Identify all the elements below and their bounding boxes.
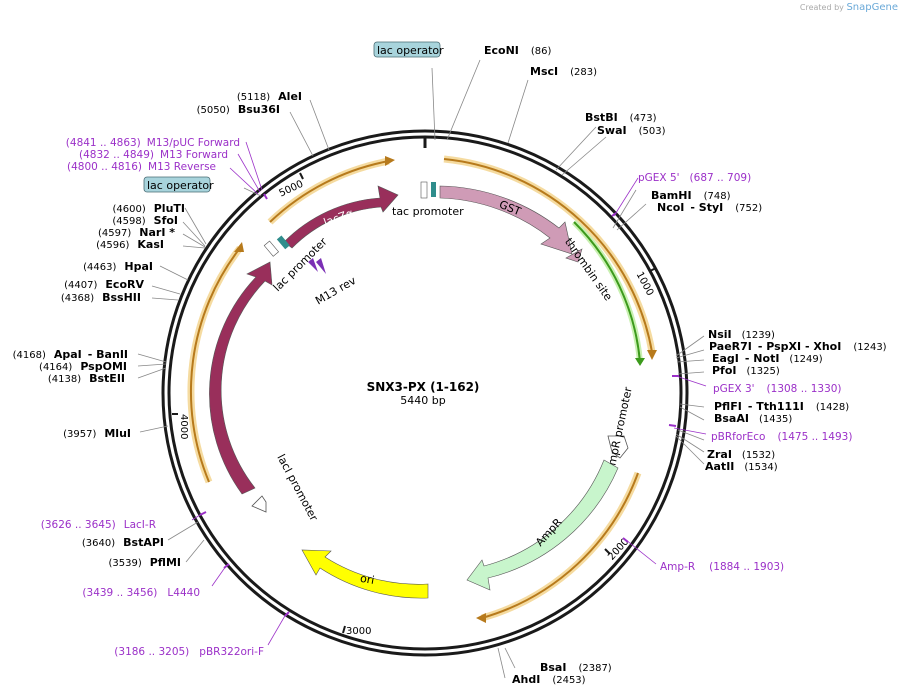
orf-arcs — [187, 155, 657, 623]
primer-pgex3[interactable]: pGEX 3'(1308 .. 1330) — [713, 383, 842, 395]
site-zrai[interactable]: ZraI(1532) — [707, 448, 775, 461]
site-bsteii[interactable]: (4138)BstEII — [48, 372, 125, 385]
site-alei[interactable]: (5118)AleI — [237, 90, 302, 103]
label-tac-promoter: tac promoter — [392, 205, 464, 218]
site-pluti[interactable]: (4600)PluTI — [112, 202, 185, 215]
primer-laci-r[interactable]: (3626 .. 3645)LacI-R — [41, 519, 156, 531]
site-mlui[interactable]: (3957)MluI — [63, 427, 131, 440]
site-pfoi[interactable]: PfoI(1325) — [712, 364, 780, 377]
snapgene-brand: Created by SnapGene — [800, 2, 898, 13]
label-m13rev: M13 rev — [313, 274, 358, 308]
site-nari[interactable]: (4597)NarI * — [98, 226, 175, 239]
primers: (4841 .. 4863)M13/pUC Forward (4832 .. 4… — [41, 137, 853, 658]
backbone-outer — [161, 129, 689, 657]
tick-4000: 4000 — [178, 414, 189, 439]
site-ecorv[interactable]: (4407)EcoRV — [64, 278, 144, 291]
label-laci-promoter: lacI promoter — [274, 452, 320, 524]
label-laci: lacI — [222, 370, 235, 389]
brand-name: SnapGene — [846, 2, 898, 13]
feature-ampr-promoter[interactable]: AmpR promoter — [604, 385, 635, 474]
site-pspomi[interactable]: (4164)PspOMI — [39, 360, 127, 373]
site-econi[interactable]: EcoNI(86) — [484, 44, 552, 57]
site-ncoi[interactable]: NcoI- StyI(752) — [657, 201, 762, 214]
sites-right: EcoNI(86) MscI(283) BstBI(473) SwaI(503)… — [484, 44, 887, 686]
label-ampr-promoter: AmpR promoter — [604, 385, 635, 474]
map-length: 5440 bp — [400, 394, 445, 407]
site-swai[interactable]: SwaI(503) — [597, 124, 666, 137]
primer-pbrforeco[interactable]: pBRforEco(1475 .. 1493) — [711, 431, 852, 443]
site-bsaai[interactable]: BsaAI(1435) — [714, 412, 792, 425]
leaders-right — [431, 59, 705, 679]
sites-left: (5118)AleI (5050)Bsu36I (4600)PluTI (459… — [13, 90, 302, 569]
site-paer7i[interactable]: PaeR7I- PspXI - XhoI(1243) — [709, 340, 887, 353]
site-pflfi[interactable]: PflFI- Tth111I(1428) — [714, 400, 849, 413]
primer-ampr[interactable]: Amp-R(1884 .. 1903) — [660, 561, 784, 573]
primer-l4440[interactable]: (3439 .. 3456)L4440 — [82, 587, 200, 599]
primer-m13-reverse[interactable]: (4800 .. 4816)M13 Reverse — [67, 161, 216, 173]
site-eagi[interactable]: EagI- NotI(1249) — [712, 352, 823, 365]
site-bsai[interactable]: BsaI(2387) — [540, 661, 612, 674]
feature-laci[interactable]: lacI — [209, 261, 273, 495]
site-bsu36i[interactable]: (5050)Bsu36I — [197, 103, 280, 116]
feature-m13rev[interactable]: M13 rev — [308, 258, 359, 308]
feature-tac-promoter[interactable]: tac promoter — [392, 181, 464, 218]
site-ahdi[interactable]: AhdI(2453) — [512, 673, 586, 686]
feature-ori[interactable]: ori — [301, 549, 429, 599]
primer-pgex5[interactable]: pGEX 5'(687 .. 709) — [638, 172, 751, 184]
site-nsii[interactable]: NsiI(1239) — [708, 328, 775, 341]
primer-pbr322ori-f[interactable]: (3186 .. 3205)pBR322ori-F — [114, 646, 264, 658]
leaders-primers — [191, 141, 707, 646]
left-lac-operator[interactable]: lac operator — [143, 176, 214, 193]
primer-m13puc-forward[interactable]: (4841 .. 4863)M13/pUC Forward — [66, 137, 240, 149]
feature-ampr[interactable]: AmpR — [466, 459, 619, 591]
backbone-inner — [167, 135, 683, 651]
top-lac-operator-label: lac operator — [377, 44, 444, 57]
site-aatii[interactable]: AatII(1534) — [705, 460, 778, 473]
site-hpai[interactable]: (4463)HpaI — [83, 260, 153, 273]
site-sfoi[interactable]: (4598)SfoI — [112, 214, 178, 227]
tick-3000: 3000 — [346, 626, 371, 637]
left-lac-operator-label: lac operator — [147, 179, 214, 192]
label-ori: ori — [359, 572, 375, 587]
site-bstbi[interactable]: BstBI(473) — [585, 111, 657, 124]
site-kasi[interactable]: (4596)KasI — [96, 238, 164, 251]
brand-prefix: Created by — [799, 3, 844, 12]
site-bsshii[interactable]: (4368)BssHII — [61, 291, 141, 304]
site-msci[interactable]: MscI(283) — [530, 65, 597, 78]
site-bstapi[interactable]: (3640)BstAPI — [82, 536, 164, 549]
site-apai[interactable]: (4168)ApaI- BanII — [13, 348, 128, 361]
top-lac-operator[interactable]: lac operator — [373, 41, 444, 58]
label-lacZa: lacZα — [322, 206, 355, 229]
leaders-left — [137, 99, 330, 563]
feature-laci-promoter[interactable]: lacI promoter — [251, 452, 321, 524]
map-title: SNX3-PX (1-162) — [367, 380, 480, 394]
primer-m13-forward[interactable]: (4832 .. 4849)M13 Forward — [79, 149, 228, 161]
site-pflmi[interactable]: (3539)PflMI — [108, 556, 181, 569]
site-bamhi[interactable]: BamHI(748) — [651, 189, 731, 202]
